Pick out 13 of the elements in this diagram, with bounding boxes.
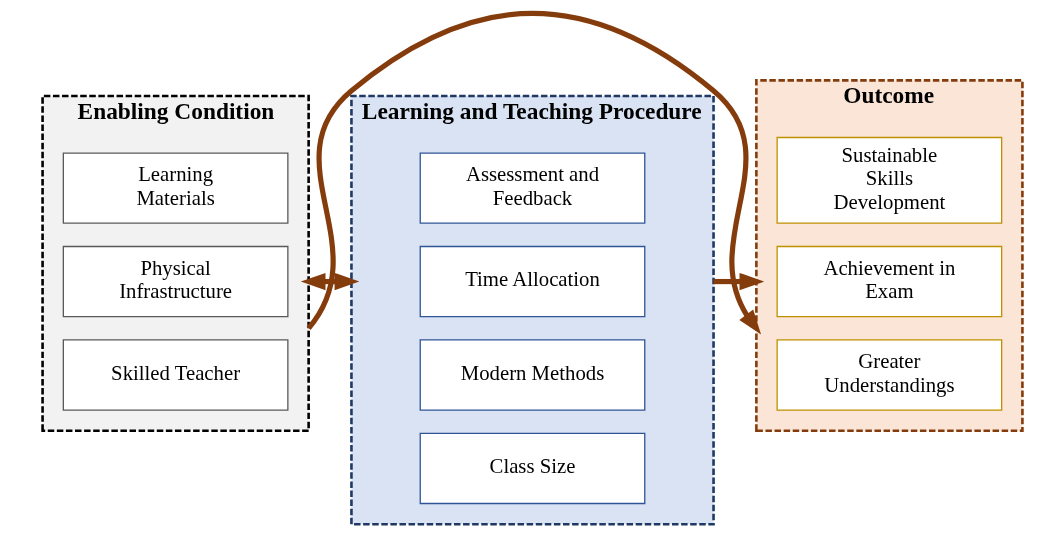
node-box: Assessment and Feedback [419, 152, 645, 224]
arrow [713, 272, 764, 291]
node-box: Greater Understandings [776, 339, 1002, 411]
arrow [305, 10, 761, 335]
node-box: Modern Methods [419, 339, 645, 411]
arrow [300, 272, 359, 291]
node-box: Achievement in Exam [776, 245, 1002, 318]
node-box: Skilled Teacher [62, 339, 288, 411]
node-box: Physical Infrastructure [62, 245, 288, 318]
node-box: Learning Materials [62, 152, 288, 224]
node-box: Time Allocation [419, 245, 645, 318]
node-box: Sustainable Skills Development [776, 136, 1002, 224]
node-box: Class Size [419, 432, 645, 505]
